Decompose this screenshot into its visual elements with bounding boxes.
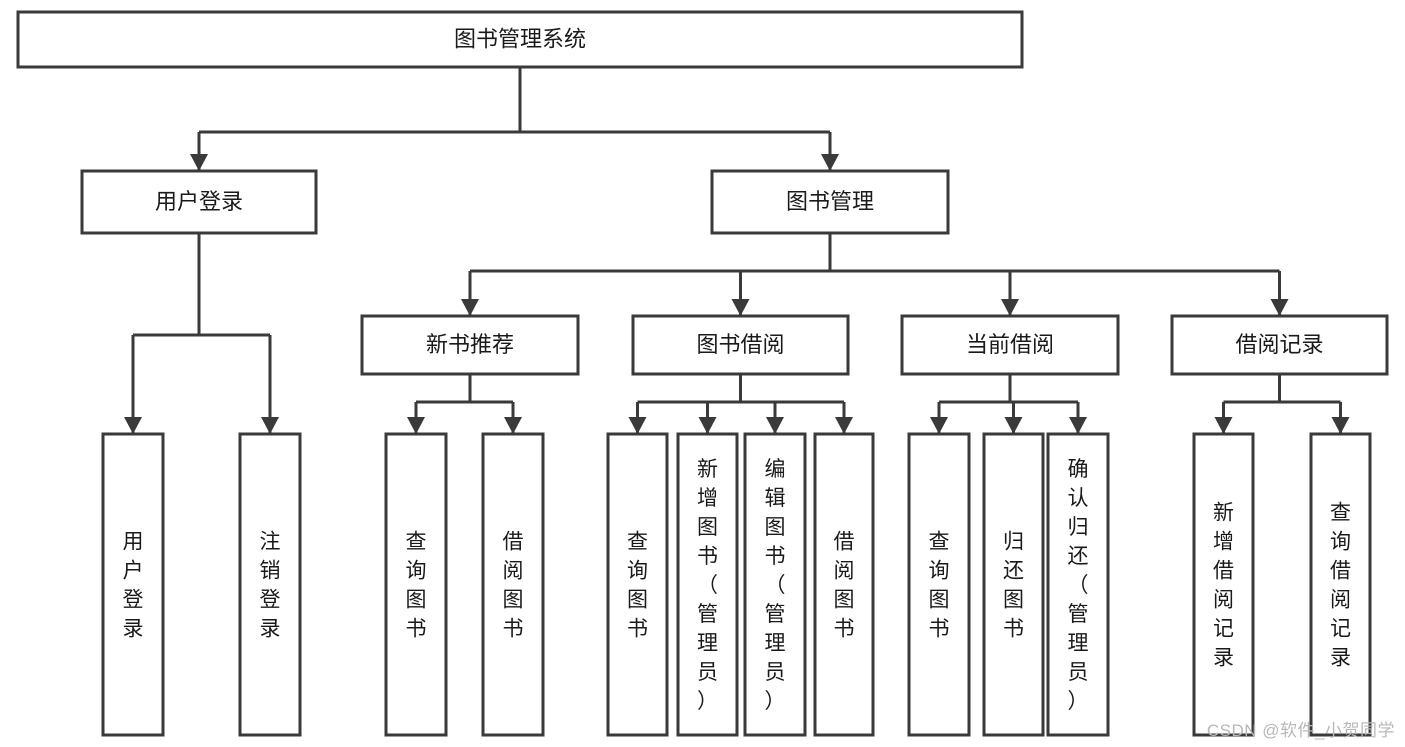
node-box-leaf-user-logout[interactable] [238,432,302,737]
node-label-leaf-user-login: 用户登录 [123,531,144,641]
arrow-head-icon-borrow-record [1270,299,1289,316]
node-label-leaf-query-book-cur: 查询图书 [929,531,950,641]
node-label-leaf-query-book-bor: 查询图书 [627,531,648,641]
csdn-watermark: CSDN @软件_小贺同学 [1206,721,1395,740]
node-box-leaf-edit-book-admin[interactable] [743,432,807,737]
node-box-current-borrow[interactable] [900,314,1120,376]
node-leaf-add-borrow-record[interactable]: 新增借阅记录 [1192,432,1255,737]
node-box-leaf-confirm-return-admin[interactable] [1046,432,1110,737]
node-leaf-query-borrow-record[interactable]: 查询借阅记录 [1309,432,1372,737]
node-book-borrow[interactable]: 图书借阅 [631,314,850,376]
node-leaf-user-logout[interactable]: 注销登录 [238,432,302,737]
arrow-head-icon-leaf-confirm-return-admin [1069,417,1087,434]
node-current-borrow[interactable]: 当前借阅 [900,314,1120,376]
node-label-user-login: 用户登录 [155,189,243,214]
node-leaf-confirm-return-admin[interactable]: 确认归还（管理员） [1046,432,1110,737]
node-box-book-manage[interactable] [710,169,950,235]
node-leaf-edit-book-admin[interactable]: 编辑图书（管理员） [743,432,807,737]
node-user-login[interactable]: 用户登录 [80,169,318,235]
node-label-leaf-query-borrow-record: 查询借阅记录 [1330,502,1351,670]
node-label-root: 图书管理系统 [454,26,586,51]
connector-layer [124,67,1350,434]
node-leaf-query-book-rec[interactable]: 查询图书 [384,432,448,737]
arrow-head-icon-leaf-query-book-rec [407,417,425,434]
node-leaf-borrow-book-rec[interactable]: 借阅图书 [481,432,545,737]
arrow-head-icon-book-manage [821,154,839,171]
node-box-user-login[interactable] [80,169,318,235]
arrow-head-icon-new-book-recommend [461,299,479,316]
node-box-leaf-borrow-book-bor[interactable] [813,432,875,737]
node-label-leaf-return-book: 归还图书 [1003,531,1024,641]
node-book-manage[interactable]: 图书管理 [710,169,950,235]
node-box-new-book-recommend[interactable] [360,314,580,376]
node-leaf-query-book-bor[interactable]: 查询图书 [606,432,669,737]
node-box-leaf-user-login[interactable] [101,432,165,737]
node-label-current-borrow: 当前借阅 [966,332,1054,357]
arrow-head-icon-leaf-add-borrow-record [1214,417,1233,434]
arrow-head-icon-leaf-user-logout [261,417,279,434]
node-root[interactable]: 图书管理系统 [16,10,1024,69]
arrow-head-icon-leaf-edit-book-admin [766,417,784,434]
arrow-head-icon-current-borrow [1001,299,1019,316]
node-box-leaf-query-borrow-record[interactable] [1309,432,1372,737]
node-box-leaf-return-book[interactable] [982,432,1045,737]
node-label-leaf-borrow-book-bor: 借阅图书 [834,531,855,641]
arrow-head-icon-leaf-add-book-admin [698,417,717,434]
node-label-borrow-record: 借阅记录 [1235,332,1323,357]
node-box-leaf-add-borrow-record[interactable] [1192,432,1255,737]
node-new-book-recommend[interactable]: 新书推荐 [360,314,580,376]
node-box-leaf-query-book-bor[interactable] [606,432,669,737]
node-label-leaf-query-book-rec: 查询图书 [406,531,427,641]
node-leaf-user-login[interactable]: 用户登录 [101,432,165,737]
node-leaf-borrow-book-bor[interactable]: 借阅图书 [813,432,875,737]
node-label-leaf-user-logout: 注销登录 [260,531,281,641]
node-box-borrow-record[interactable] [1170,314,1389,376]
arrow-head-icon-user-login [190,154,208,171]
arrow-head-icon-leaf-query-book-cur [930,417,948,434]
node-leaf-query-book-cur[interactable]: 查询图书 [907,432,971,737]
node-label-book-borrow: 图书借阅 [696,332,784,357]
arrow-head-icon-leaf-query-borrow-record [1331,417,1350,434]
arrow-head-icon-leaf-return-book [1004,417,1023,434]
node-label-new-book-recommend: 新书推荐 [426,332,514,357]
arrow-head-icon-leaf-borrow-book-rec [504,417,522,434]
node-leaf-add-book-admin[interactable]: 新增图书（管理员） [676,432,739,737]
arrow-head-icon-leaf-borrow-book-bor [835,417,853,434]
node-label-leaf-borrow-book-rec: 借阅图书 [503,531,524,641]
arrow-head-icon-book-borrow [731,299,750,316]
node-label-leaf-add-book-admin: 新增图书（管理员） [697,458,718,713]
node-box-leaf-add-book-admin[interactable] [676,432,739,737]
node-box-root[interactable] [16,10,1024,69]
arrow-head-icon-leaf-query-book-bor [628,417,647,434]
node-leaf-return-book[interactable]: 归还图书 [982,432,1045,737]
node-box-leaf-query-book-cur[interactable] [907,432,971,737]
node-label-leaf-add-borrow-record: 新增借阅记录 [1213,502,1234,670]
node-borrow-record[interactable]: 借阅记录 [1170,314,1389,376]
node-box-leaf-query-book-rec[interactable] [384,432,448,737]
node-label-book-manage: 图书管理 [786,189,874,214]
node-label-leaf-edit-book-admin: 编辑图书（管理员） [765,458,786,713]
node-label-leaf-confirm-return-admin: 确认归还（管理员） [1068,458,1089,713]
node-box-book-borrow[interactable] [631,314,850,376]
arrow-head-icon-leaf-user-login [124,417,142,434]
node-layer: 图书管理系统用户登录图书管理新书推荐图书借阅当前借阅借阅记录用户登录注销登录查询… [16,10,1389,737]
node-box-leaf-borrow-book-rec[interactable] [481,432,545,737]
